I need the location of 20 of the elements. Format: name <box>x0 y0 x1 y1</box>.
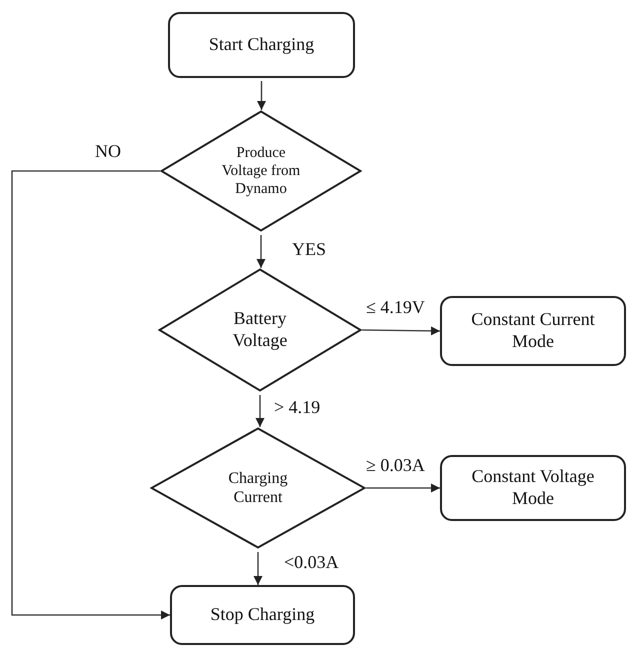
decision-label: Battery Voltage <box>232 308 288 352</box>
process-box: Stop Charging <box>170 585 355 645</box>
arrow <box>256 235 266 268</box>
edge-label: YES <box>292 240 326 258</box>
arrow <box>362 326 440 336</box>
edge-label: > 4.19 <box>274 398 320 416</box>
arrow <box>254 552 262 585</box>
edge-label: NO <box>95 142 121 160</box>
process-box: Start Charging <box>168 12 355 78</box>
edge-label: ≥ 0.03A <box>366 456 425 474</box>
decision-label: Produce Voltage from Dynamo <box>220 144 302 198</box>
process-box: Constant Voltage Mode <box>440 455 626 521</box>
arrow <box>366 484 440 492</box>
process-box: Constant Current Mode <box>440 296 626 366</box>
edge-label: ≤ 4.19V <box>366 298 425 316</box>
arrow <box>257 81 266 110</box>
arrow <box>256 395 264 427</box>
arrow <box>11 170 170 620</box>
edge-label: <0.03A <box>284 553 339 571</box>
decision-label: Charging Current <box>227 468 289 508</box>
